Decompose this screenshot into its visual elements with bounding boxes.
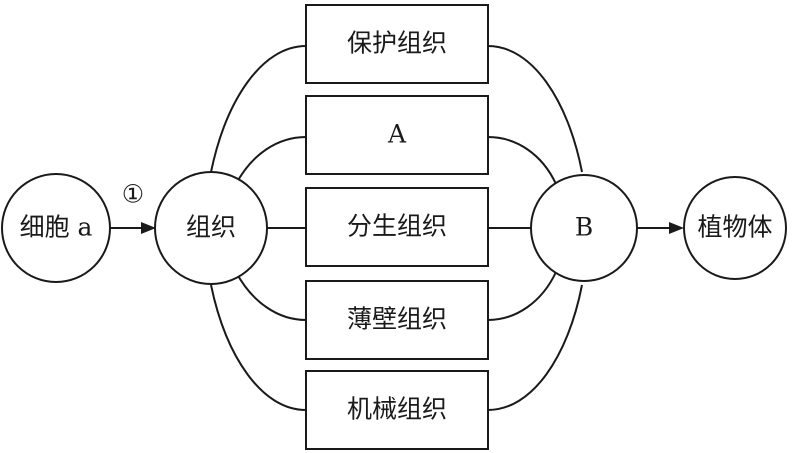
node-plant: 植物体	[683, 176, 787, 280]
node-mechanical-tissue: 机械组织	[305, 370, 489, 450]
node-cell-a: 细胞 a	[1, 173, 111, 283]
edge-tissue-a	[235, 136, 307, 185]
edge-tissue-parenchyma	[235, 271, 307, 321]
node-tissue-label: 组织	[186, 213, 236, 242]
edge-a-b	[487, 136, 557, 185]
node-parenchyma-tissue: 薄壁组织	[305, 280, 489, 360]
edge-parenchyma-b	[487, 271, 557, 321]
arrowhead-b-to-plant	[669, 222, 684, 234]
node-a: A	[305, 95, 489, 175]
node-meristem-tissue-label: 分生组织	[347, 212, 447, 241]
edge-tissue-protective	[210, 45, 307, 173]
node-meristem-tissue: 分生组织	[305, 187, 489, 267]
node-tissue: 组织	[154, 171, 268, 285]
node-b-label: B	[575, 213, 593, 242]
edge-tissue-mechanical	[210, 284, 307, 411]
step-one-label: ①	[122, 180, 144, 209]
node-plant-label: 植物体	[697, 213, 772, 242]
node-parenchyma-tissue-label: 薄壁组织	[347, 305, 447, 334]
node-protective-tissue: 保护组织	[305, 4, 489, 84]
node-b: B	[530, 174, 638, 282]
node-protective-tissue-label: 保护组织	[347, 29, 447, 58]
edge-protective-b	[487, 45, 583, 173]
node-a-label: A	[387, 120, 407, 149]
node-mechanical-tissue-label: 机械组织	[347, 395, 447, 424]
arrowhead-cell-to-tissue	[141, 222, 156, 234]
node-cell-a-label: 细胞 a	[20, 213, 93, 242]
edge-mechanical-b	[487, 284, 583, 411]
